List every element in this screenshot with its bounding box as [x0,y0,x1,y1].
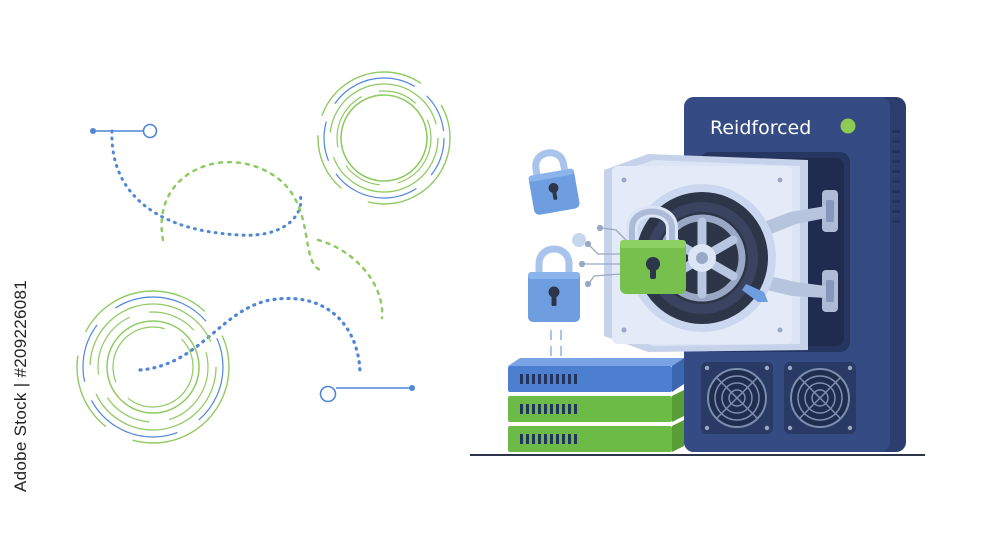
status-light-icon [840,118,856,134]
circuit-lines [578,224,627,288]
stock-id-label: Adobe Stock | #209226081 [10,280,32,492]
node-ring [142,123,158,139]
stock-id-text: Adobe Stock | #209226081 [11,279,31,493]
padlock-icon [620,205,686,294]
cooling-fan-icon [784,362,856,434]
connector-dashes [550,330,562,356]
server-title: Reidforced [710,117,811,139]
node-ring [319,385,337,403]
drive-stack [508,358,684,452]
floating-dot [572,233,586,247]
network-decoration [90,123,415,403]
padlock-icon [528,245,580,322]
node-dot [409,385,415,391]
cooling-fan-icon [701,362,773,434]
concentric-rings-top [317,71,451,205]
padlock-icon [528,149,580,215]
side-vents [892,130,900,223]
concentric-rings-bottom [76,290,230,444]
